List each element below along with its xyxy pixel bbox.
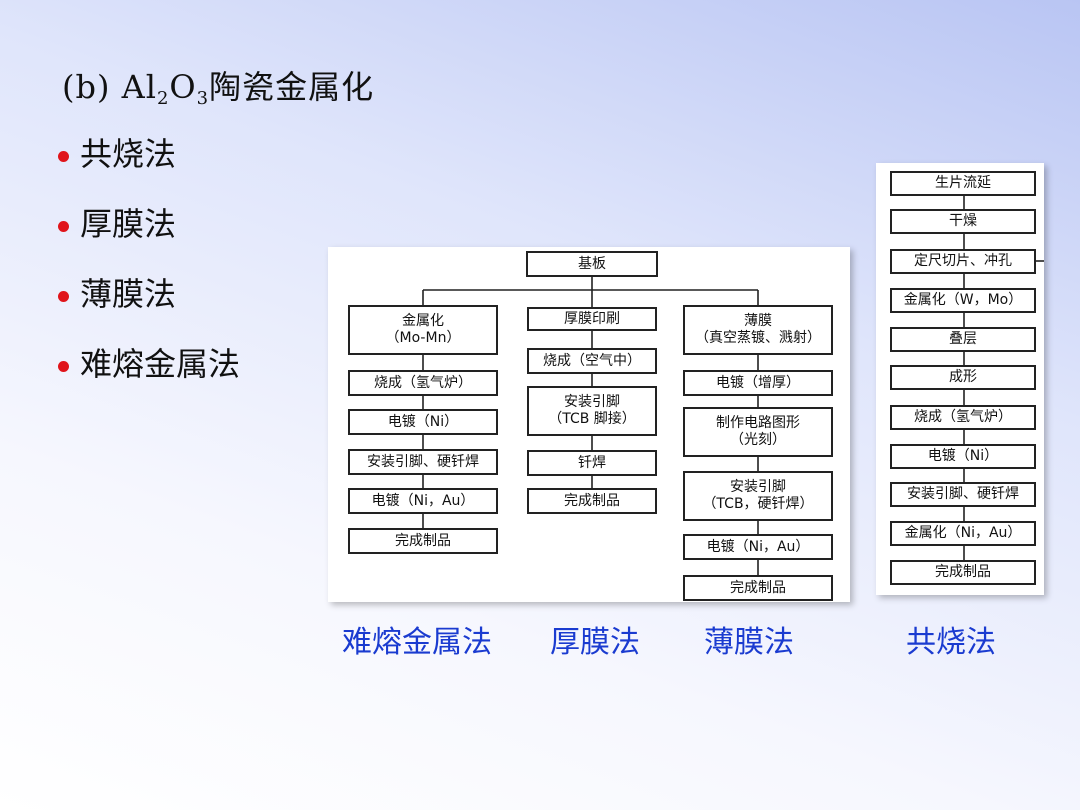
flow-step: 钎焊: [527, 450, 657, 476]
flow-step: 完成制品: [527, 488, 657, 514]
flow-step: 制作电路图形 （光刻）: [683, 407, 833, 457]
flow-step: 安装引脚 （TCB 脚接）: [527, 386, 657, 436]
caption-cofire-method: 共烧法: [906, 625, 996, 660]
flow-step: 金属化 （Mo-Mn）: [348, 305, 498, 355]
flow-step: 完成制品: [683, 575, 833, 601]
flowchart-connectors: [422, 277, 759, 575]
bullet-list: 共烧法 厚膜法 薄膜法 难熔金属法: [58, 132, 240, 412]
cofire-step: 烧成（氢气炉）: [890, 405, 1036, 430]
bullet-item: 共烧法: [58, 132, 240, 202]
flow-root-substrate: 基板: [526, 251, 658, 277]
bullet-text: 厚膜法: [80, 205, 177, 243]
title-oxygen: O: [169, 68, 197, 106]
bullet-dot-icon: [58, 151, 69, 162]
cofire-step: 完成制品: [890, 560, 1036, 585]
flow-step: 烧成（空气中）: [527, 348, 657, 374]
title-suffix: 陶瓷金属化: [209, 68, 375, 106]
bullet-item: 薄膜法: [58, 272, 240, 342]
cofire-step: 生片流延: [890, 171, 1036, 196]
bullet-dot-icon: [58, 221, 69, 232]
title-subscript-2: 2: [156, 88, 170, 109]
flow-step: 电镀（Ni）: [348, 409, 498, 435]
bullet-item: 厚膜法: [58, 202, 240, 272]
caption-thick-film-method: 厚膜法: [550, 625, 640, 660]
flow-step: 薄膜 （真空蒸镀、溅射）: [683, 305, 833, 355]
bullet-text: 薄膜法: [80, 275, 177, 313]
flow-step: 电镀（Ni，Au）: [348, 488, 498, 514]
cofire-step: 成形: [890, 365, 1036, 390]
caption-refractory-method: 难熔金属法: [342, 625, 492, 660]
flow-step: 厚膜印刷: [527, 307, 657, 331]
cofire-step: 安装引脚、硬钎焊: [890, 482, 1036, 507]
cofire-step: 金属化（Ni，Au）: [890, 521, 1036, 546]
cofire-connectors: [963, 196, 1044, 560]
flow-step: 安装引脚 （TCB，硬钎焊）: [683, 471, 833, 521]
title-subscript-3: 3: [196, 88, 210, 109]
bullet-dot-icon: [58, 291, 69, 302]
flow-step: 完成制品: [348, 528, 498, 554]
bullet-text: 共烧法: [80, 135, 177, 173]
bullet-dot-icon: [58, 361, 69, 372]
flow-step: 安装引脚、硬钎焊: [348, 449, 498, 475]
cofire-step: 金属化（W，Mo）: [890, 288, 1036, 313]
bullet-text: 难熔金属法: [80, 345, 241, 383]
caption-thin-film-method: 薄膜法: [704, 625, 794, 660]
cofire-step: 电镀（Ni）: [890, 444, 1036, 469]
process-flowchart-panel: 基板 金属化 （Mo-Mn） 烧成（氢气炉） 电镀（Ni） 安装引脚、硬钎焊 电…: [328, 247, 850, 602]
title-prefix: (b) Al: [62, 68, 157, 106]
flow-step: 电镀（Ni，Au）: [683, 534, 833, 560]
cofire-flowchart-panel: 生片流延 干燥 定尺切片、冲孔 金属化（W，Mo） 叠层 成形 烧成（氢气炉） …: [876, 163, 1044, 595]
cofire-step: 干燥: [890, 209, 1036, 234]
bullet-item: 难熔金属法: [58, 342, 240, 412]
flow-step: 电镀（增厚）: [683, 370, 833, 396]
cofire-step: 叠层: [890, 327, 1036, 352]
cofire-step: 定尺切片、冲孔: [890, 249, 1036, 274]
slide-title: (b) Al2O3陶瓷金属化: [62, 62, 374, 109]
flow-step: 烧成（氢气炉）: [348, 370, 498, 396]
